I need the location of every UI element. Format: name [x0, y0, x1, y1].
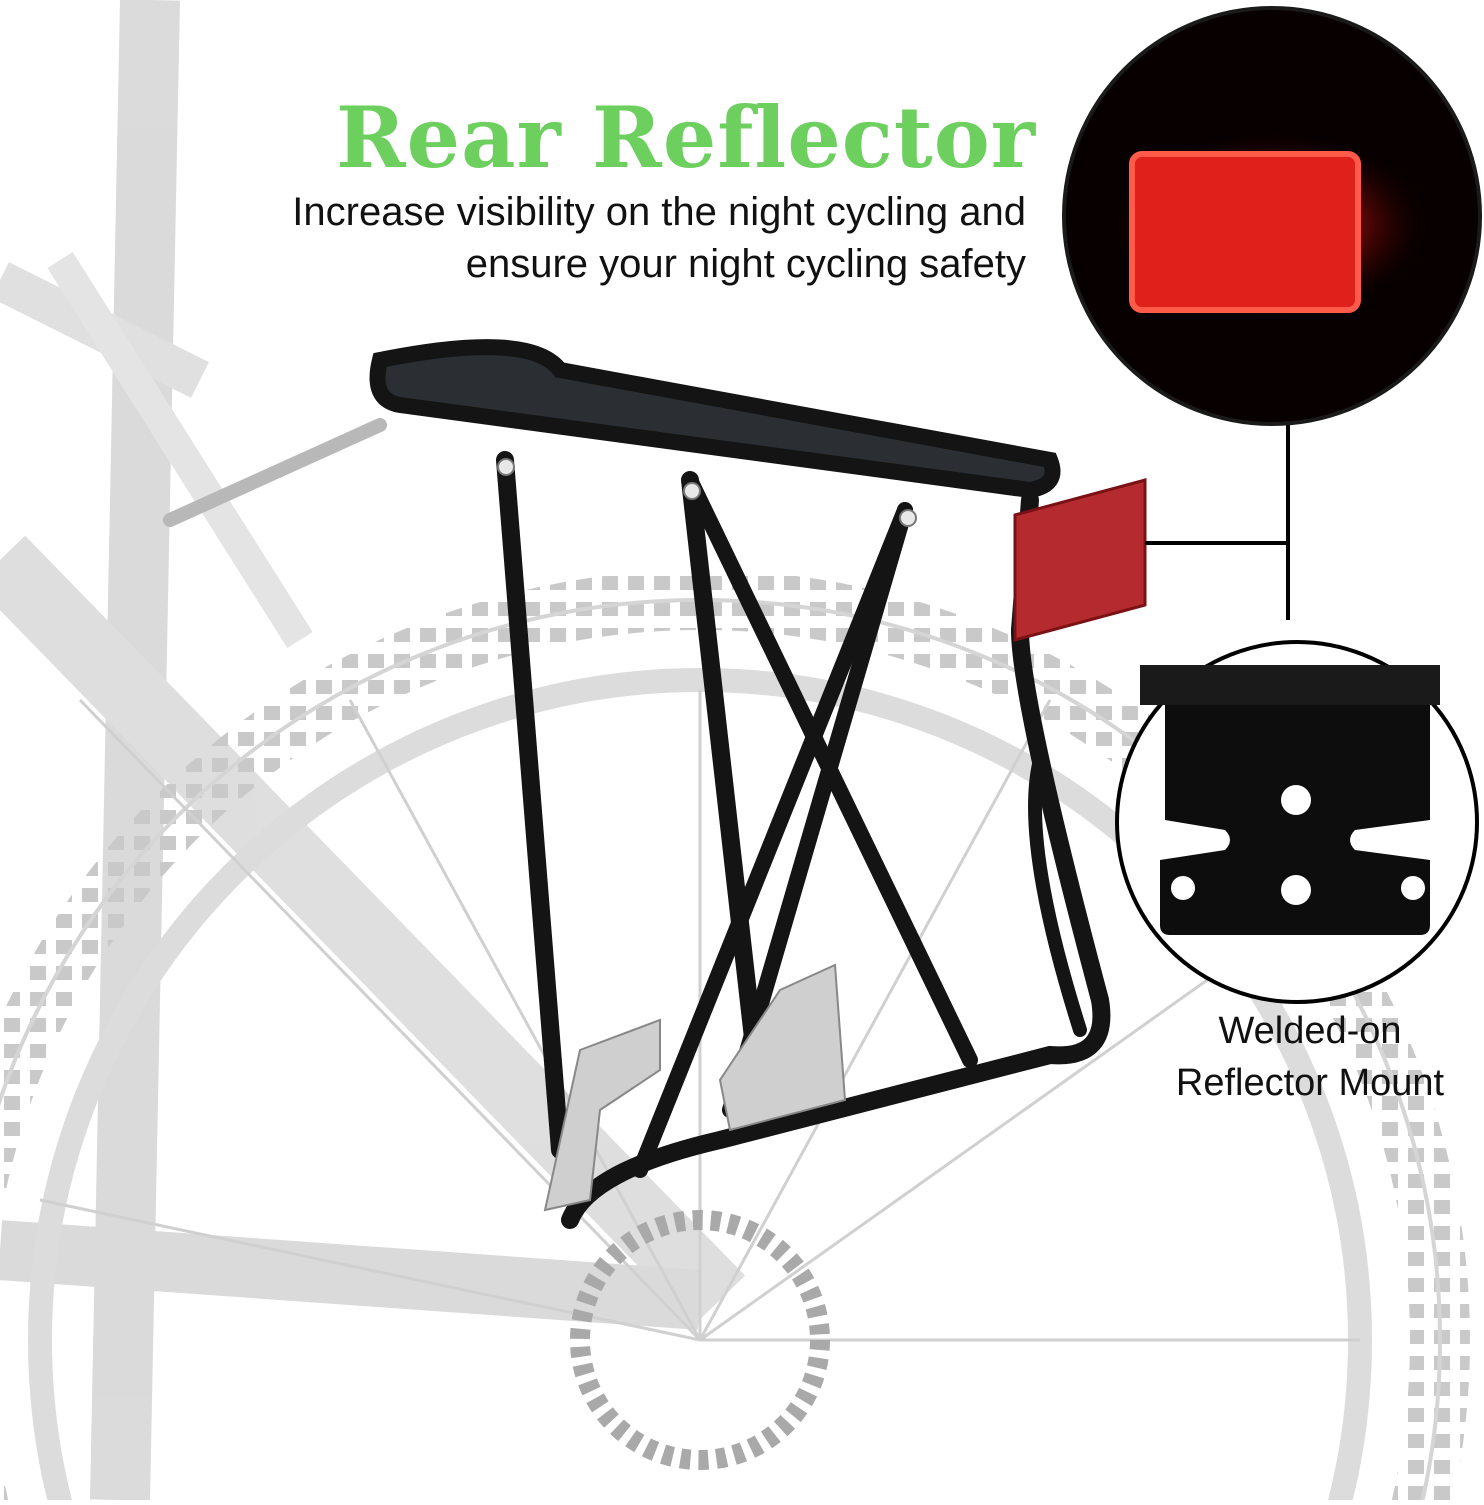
rack-bolts [497, 458, 917, 527]
rack-mount-clamps [543, 963, 847, 1212]
callout-connector-lines [1145, 425, 1290, 620]
subtitle-line-1: Increase visibility on the night cycling… [292, 190, 1026, 234]
reflector-mount-callout [1115, 640, 1479, 1004]
mount-label: Welded-on Reflector Mount [1140, 1005, 1480, 1109]
headline-title: Rear Reflector [335, 88, 1036, 187]
rack-reflector [1013, 478, 1147, 642]
mount-label-line-1: Welded-on [1218, 1010, 1402, 1052]
rear-rack [163, 339, 1111, 1229]
reflector-glow-callout [1062, 6, 1482, 426]
subtitle-text: Increase visibility on the night cycling… [126, 186, 1026, 290]
mount-label-line-2: Reflector Mount [1175, 1062, 1445, 1104]
subtitle-line-2: ensure your night cycling safety [465, 242, 1026, 286]
